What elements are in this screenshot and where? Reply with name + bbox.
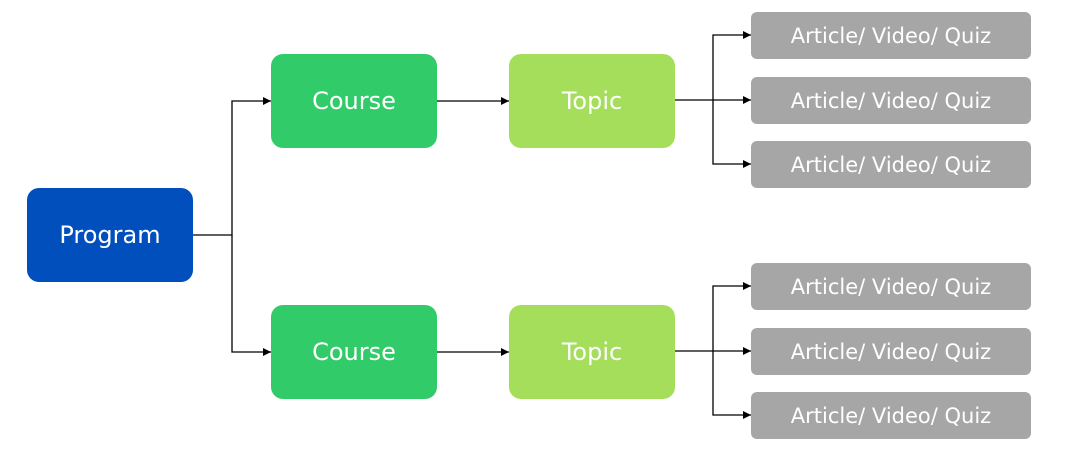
course-node-1: Course bbox=[271, 54, 437, 148]
topic-node-2: Topic bbox=[509, 305, 675, 399]
program-label: Program bbox=[59, 221, 161, 249]
content-item-label: Article/ Video/ Quiz bbox=[790, 152, 992, 177]
content-item-1-3: Article/ Video/ Quiz bbox=[751, 141, 1031, 188]
connector-topic-2-to-item-1 bbox=[675, 282, 751, 352]
connector-topic-1-to-item-3 bbox=[712, 100, 751, 168]
content-item-2-3: Article/ Video/ Quiz bbox=[751, 392, 1031, 439]
course-label: Course bbox=[312, 338, 396, 366]
content-item-1-1: Article/ Video/ Quiz bbox=[751, 12, 1031, 59]
content-item-label: Article/ Video/ Quiz bbox=[790, 403, 992, 428]
topic-label: Topic bbox=[561, 87, 623, 115]
content-item-label: Article/ Video/ Quiz bbox=[790, 23, 992, 48]
connector-program-to-course-2 bbox=[231, 235, 271, 356]
connector-topic-1-to-item-1 bbox=[675, 31, 751, 101]
content-item-2-1: Article/ Video/ Quiz bbox=[751, 263, 1031, 310]
content-item-label: Article/ Video/ Quiz bbox=[790, 88, 992, 113]
topic-label: Topic bbox=[561, 338, 623, 366]
content-item-2-2: Article/ Video/ Quiz bbox=[751, 328, 1031, 375]
program-node: Program bbox=[27, 188, 193, 282]
topic-node-1: Topic bbox=[509, 54, 675, 148]
connector-program-to-course-1 bbox=[193, 97, 271, 236]
content-item-1-2: Article/ Video/ Quiz bbox=[751, 77, 1031, 124]
content-item-label: Article/ Video/ Quiz bbox=[790, 274, 992, 299]
course-label: Course bbox=[312, 87, 396, 115]
course-node-2: Course bbox=[271, 305, 437, 399]
content-item-label: Article/ Video/ Quiz bbox=[790, 339, 992, 364]
connector-topic-2-to-item-3 bbox=[712, 351, 751, 419]
